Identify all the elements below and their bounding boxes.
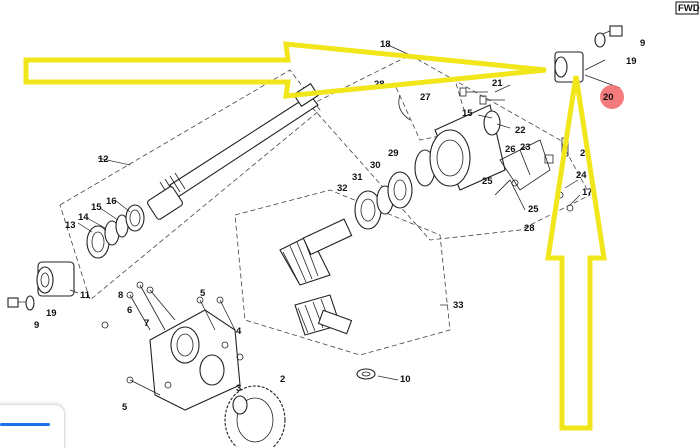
highlight-arrow-up: [545, 75, 607, 431]
housing-11: [36, 261, 75, 297]
gear-housing: [429, 104, 506, 191]
callout-28-bottom: 28: [524, 223, 535, 234]
callout-17: 17: [582, 187, 593, 198]
callout-19-left: 19: [46, 308, 57, 319]
callout-9-left: 9: [34, 320, 39, 331]
output-flange-20: [554, 51, 584, 83]
callout-11: 11: [80, 290, 91, 301]
assembly-group-33: [234, 189, 451, 356]
callout-22: 22: [515, 125, 526, 136]
callout-33: 33: [453, 300, 464, 311]
bolt-9-left: [7, 295, 35, 311]
callout-5-bottom: 5: [122, 402, 128, 413]
highlight-marker-20: [600, 85, 624, 109]
bolt-9-right: [594, 25, 623, 48]
callout-27: 27: [420, 92, 431, 103]
gear-2: [224, 385, 286, 447]
callout-6-top: 6: [127, 305, 132, 316]
callout-18: 18: [380, 39, 391, 50]
assembly-group-18: [309, 54, 591, 241]
bolts-group: [101, 281, 244, 396]
callout-4: 4: [236, 326, 242, 337]
transfer-case-4: [149, 309, 241, 411]
callout-16: 16: [106, 196, 117, 207]
highlight-arrow-left: [23, 41, 547, 99]
callout-25-left: 25: [482, 176, 493, 187]
clip-27: [398, 94, 411, 121]
callout-2-bottom: 2: [280, 374, 285, 385]
callout-20: 20: [603, 92, 614, 103]
callout-13: 13: [65, 220, 76, 231]
callout-30: 30: [370, 160, 381, 171]
bolt-21: [459, 87, 505, 105]
ring-16: [125, 204, 145, 232]
callout-25-right: 25: [528, 204, 539, 215]
callout-2-right: 2: [580, 148, 585, 159]
pinion-gear: [294, 294, 353, 336]
callout-10: 10: [400, 374, 411, 385]
callout-19-right: 19: [626, 56, 637, 67]
callout-3: 3: [236, 383, 241, 394]
callout-32: 32: [337, 183, 348, 194]
callout-26: 26: [505, 144, 516, 155]
callout-7: 7: [144, 318, 149, 329]
callout-29: 29: [388, 148, 399, 159]
callout-21: 21: [492, 78, 503, 89]
callout-15-right: 15: [462, 108, 473, 119]
callout-31: 31: [352, 172, 363, 183]
bevel-gear: [279, 218, 353, 286]
callout-23: 23: [520, 142, 531, 153]
fwd-text: FWD: [678, 3, 700, 14]
callout-5-top: 5: [200, 288, 206, 299]
callout-24: 24: [576, 170, 587, 181]
callout-12: 12: [98, 154, 109, 165]
callout-14: 14: [78, 212, 89, 223]
callout-9-right: 9: [640, 38, 645, 49]
fwd-badge: [675, 1, 699, 15]
bottom-tab[interactable]: [0, 404, 65, 448]
bearing-30: [387, 171, 413, 209]
callout-8: 8: [118, 290, 123, 301]
tab-indicator: [0, 423, 50, 426]
callout-15-left: 15: [91, 202, 102, 213]
washer-10: [356, 368, 376, 380]
assembly-group-12: [59, 69, 321, 301]
